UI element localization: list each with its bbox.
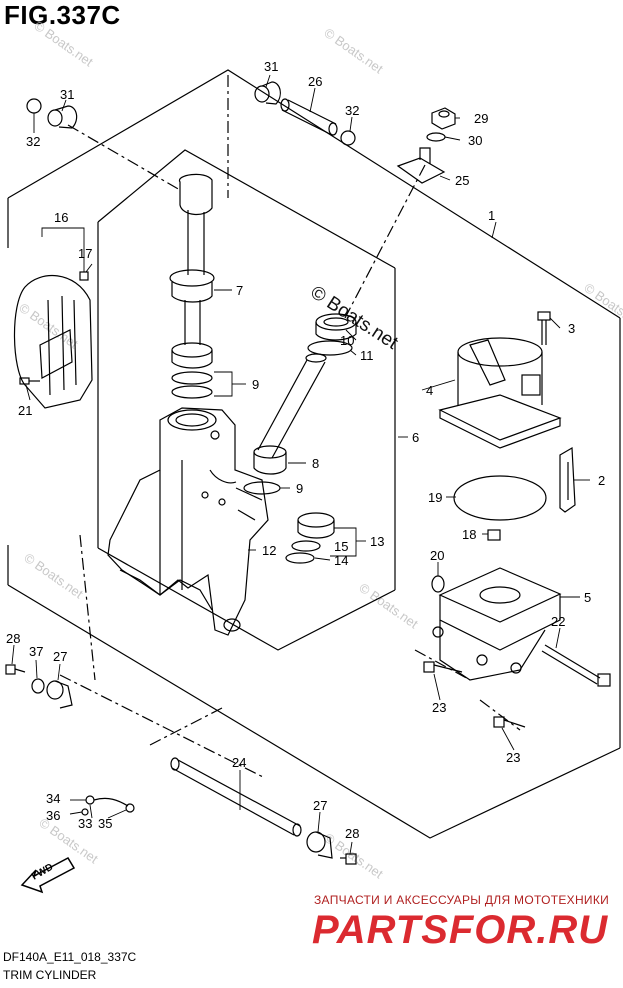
motor-4 <box>438 337 562 449</box>
callout-13: 13 <box>370 534 384 549</box>
bolt-23 <box>423 661 463 673</box>
oring-20 <box>431 575 445 593</box>
callout-18: 18 <box>462 527 476 542</box>
shop-banner-subtitle: ЗАПЧАСТИ И АКСЕССУАРЫ ДЛЯ МОТОТЕХНИКИ <box>314 893 610 907</box>
callout-labels: 31 26 32 31 32 29 30 25 16 17 1 7 10 11 … <box>6 59 605 883</box>
callout-7: 7 <box>236 283 243 298</box>
pin-26 <box>280 98 338 136</box>
assembly-outline <box>7 69 621 839</box>
pump-5 <box>432 567 562 681</box>
bolt-3 <box>537 311 551 345</box>
bracket-2 <box>559 446 576 513</box>
callout-19: 19 <box>428 490 442 505</box>
callout-6: 6 <box>412 430 419 445</box>
callout-29: 29 <box>474 111 488 126</box>
callout-28: 28 <box>6 631 20 646</box>
callout-23: 23 <box>432 700 446 715</box>
callout-32: 32 <box>345 103 359 118</box>
callout-5: 5 <box>584 590 591 605</box>
dashed-leaders <box>59 75 521 779</box>
callout-23: 23 <box>506 750 520 765</box>
callout-9: 9 <box>296 481 303 496</box>
oring-11 <box>307 340 353 356</box>
bushing-31-top <box>254 81 281 105</box>
callout-37: 37 <box>29 644 43 659</box>
cylinder-outline <box>97 149 396 651</box>
callout-4: 4 <box>426 383 433 398</box>
callout-12: 12 <box>262 543 276 558</box>
filter-18 <box>487 529 501 541</box>
callout-30: 30 <box>468 133 482 148</box>
tube-12 <box>257 353 327 459</box>
callout-3: 3 <box>568 321 575 336</box>
seal-kit-13 <box>285 512 335 564</box>
ring-32 <box>26 98 42 114</box>
callout-26: 26 <box>308 74 322 89</box>
bushing-31-left <box>47 105 78 129</box>
oring-19 <box>453 475 547 521</box>
callout-10: 10 <box>340 333 354 348</box>
model-code: DF140A_E11_018_337C <box>3 950 137 964</box>
cap-10 <box>315 313 357 341</box>
washer-37 <box>31 678 45 694</box>
callout-31: 31 <box>264 59 278 74</box>
piston-head <box>171 342 213 399</box>
callout-21: 21 <box>18 403 32 418</box>
screw-21 <box>19 377 40 385</box>
callout-27: 27 <box>53 649 67 664</box>
callout-36: 36 <box>46 808 60 823</box>
callout-15: 15 <box>334 539 348 554</box>
callout-11: 11 <box>360 348 374 363</box>
callout-31: 31 <box>60 87 74 102</box>
callout-9: 9 <box>252 377 259 392</box>
bolt-25 <box>396 147 446 184</box>
ring-32 <box>340 130 356 146</box>
callout-24: 24 <box>232 755 246 770</box>
figure-title: FIG.337C <box>4 0 121 30</box>
bushing-27-bottom <box>306 831 333 859</box>
bolt-28-bottom <box>340 853 357 865</box>
callout-33: 33 <box>78 816 92 831</box>
assembly-name: TRIM CYLINDER <box>3 968 97 982</box>
callout-20: 20 <box>430 548 444 563</box>
nut-29 <box>431 107 456 130</box>
bolt-22 <box>541 644 611 687</box>
shop-banner-logo: PARTSFOR.RU <box>312 908 609 952</box>
callout-22: 22 <box>551 614 565 629</box>
bolt-23 <box>493 716 526 728</box>
cylinder-body <box>107 407 269 636</box>
callout-27: 27 <box>313 798 327 813</box>
pin-24 <box>170 757 302 837</box>
washer-30 <box>426 132 446 142</box>
bolt-28-left <box>5 664 26 675</box>
callout-14: 14 <box>334 553 348 568</box>
seal-8 <box>253 445 287 475</box>
callout-35: 35 <box>98 816 112 831</box>
callout-34: 34 <box>46 791 60 806</box>
bushing-27-left <box>46 680 73 709</box>
callout-17: 17 <box>78 246 92 261</box>
piston-rod <box>169 173 215 345</box>
callout-1: 1 <box>488 208 495 223</box>
callout-25: 25 <box>455 173 469 188</box>
fwd-arrow <box>20 857 76 894</box>
callout-32: 32 <box>26 134 40 149</box>
callout-16: 16 <box>54 210 68 225</box>
clip-17 <box>79 271 89 281</box>
callout-2: 2 <box>598 473 605 488</box>
callout-28: 28 <box>345 826 359 841</box>
callout-leaders <box>11 74 590 855</box>
cover-16 <box>13 274 93 409</box>
callout-8: 8 <box>312 456 319 471</box>
